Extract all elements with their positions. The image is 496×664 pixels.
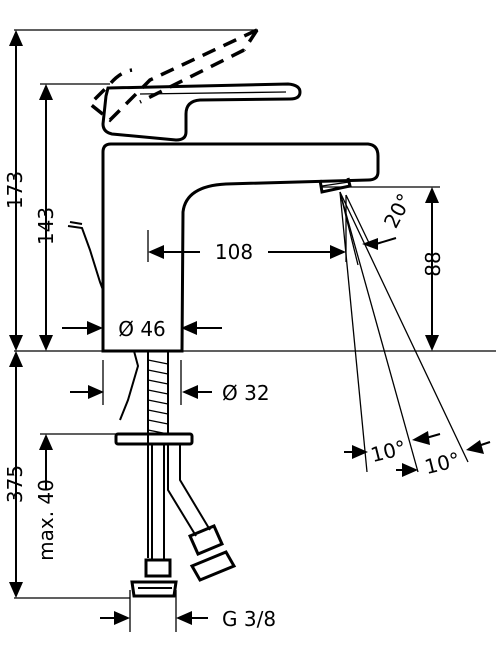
spout-reach-label: 108 [215,240,253,264]
max-counter-thickness-label: max. 40 [34,479,58,561]
extension-lines [14,29,496,632]
shank-diameter-label: Ø 32 [222,381,270,405]
spout-top-height-label: 143 [34,207,58,245]
spray-angle-outer-label: 10° [422,447,462,479]
dimension-lines [9,30,439,625]
spray-angle-label: 20° [379,189,417,232]
body-diameter-label: Ø 46 [118,317,166,341]
faucet-body [67,82,380,353]
connection-thread-label: G 3/8 [222,607,276,631]
water-jet-lines [339,191,491,477]
overall-height-label: 173 [3,171,27,209]
spray-angle-inner-label: 10° [368,435,408,467]
under-counter-assembly [114,350,237,598]
lever-alternate-position [87,28,259,123]
spout-height-label: 88 [421,251,445,276]
below-counter-length-label: 375 [3,465,27,503]
